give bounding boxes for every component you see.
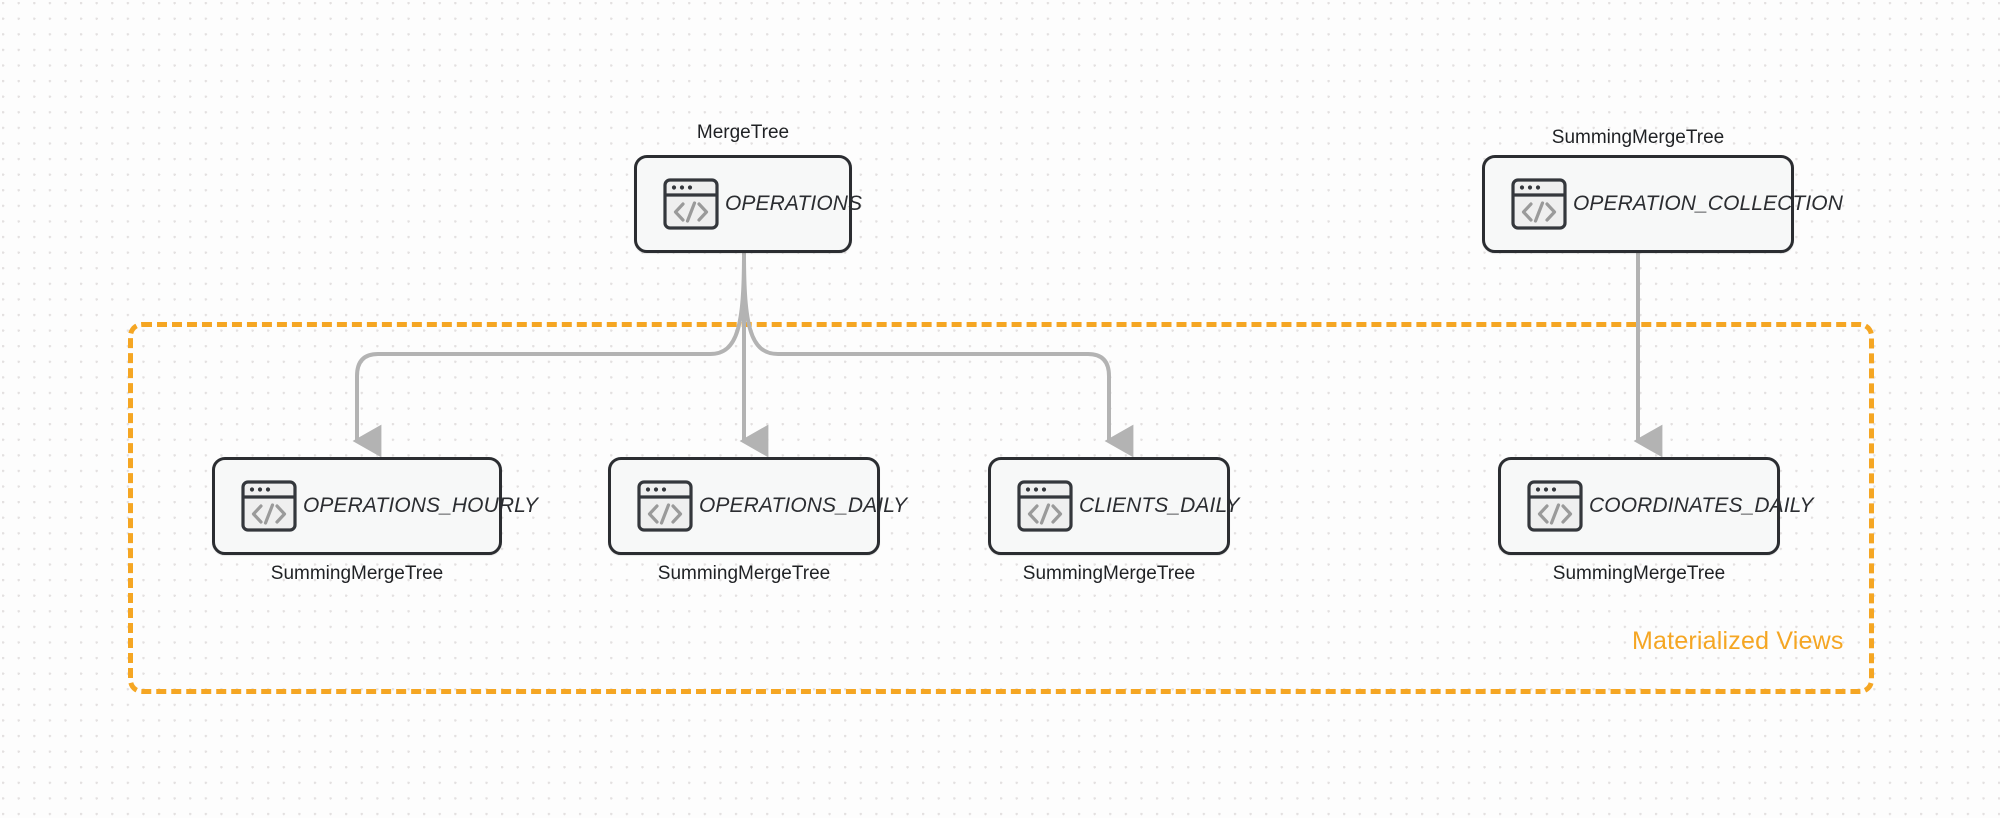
- node-title-operations-hourly: OPERATIONS_HOURLY: [303, 494, 539, 517]
- node-title-operation-collection: OPERATION_COLLECTION: [1573, 192, 1843, 215]
- code-window-icon: [637, 480, 693, 532]
- node-clients-daily[interactable]: CLIENTS_DAILY: [988, 457, 1239, 555]
- code-window-icon: [663, 178, 719, 230]
- code-window-icon: [241, 480, 297, 532]
- engine-label-operations-daily: SummingMergeTree: [657, 563, 831, 584]
- node-operations-daily[interactable]: OPERATIONS_DAILY: [608, 457, 907, 555]
- engine-label-operation-collection: SummingMergeTree: [1551, 127, 1725, 148]
- node-title-operations: OPERATIONS: [725, 192, 863, 215]
- code-window-icon: [1511, 178, 1567, 230]
- node-operation-collection[interactable]: OPERATION_COLLECTION: [1482, 155, 1843, 253]
- node-operations[interactable]: OPERATIONS: [634, 155, 862, 253]
- node-coordinates-daily[interactable]: COORDINATES_DAILY: [1498, 457, 1814, 555]
- node-title-operations-daily: OPERATIONS_DAILY: [699, 494, 908, 517]
- engine-label-operations-hourly: SummingMergeTree: [270, 563, 444, 584]
- materialized-views-group-label: Materialized Views: [1632, 627, 1844, 655]
- node-title-coordinates-daily: COORDINATES_DAILY: [1589, 494, 1814, 517]
- engine-label-clients-daily: SummingMergeTree: [1022, 563, 1196, 584]
- engine-label-coordinates-daily: SummingMergeTree: [1552, 563, 1726, 584]
- node-title-clients-daily: CLIENTS_DAILY: [1079, 494, 1240, 517]
- code-window-icon: [1017, 480, 1073, 532]
- code-window-icon: [1527, 480, 1583, 532]
- engine-label-operations: MergeTree: [696, 122, 790, 143]
- node-operations-hourly[interactable]: OPERATIONS_HOURLY: [212, 457, 538, 555]
